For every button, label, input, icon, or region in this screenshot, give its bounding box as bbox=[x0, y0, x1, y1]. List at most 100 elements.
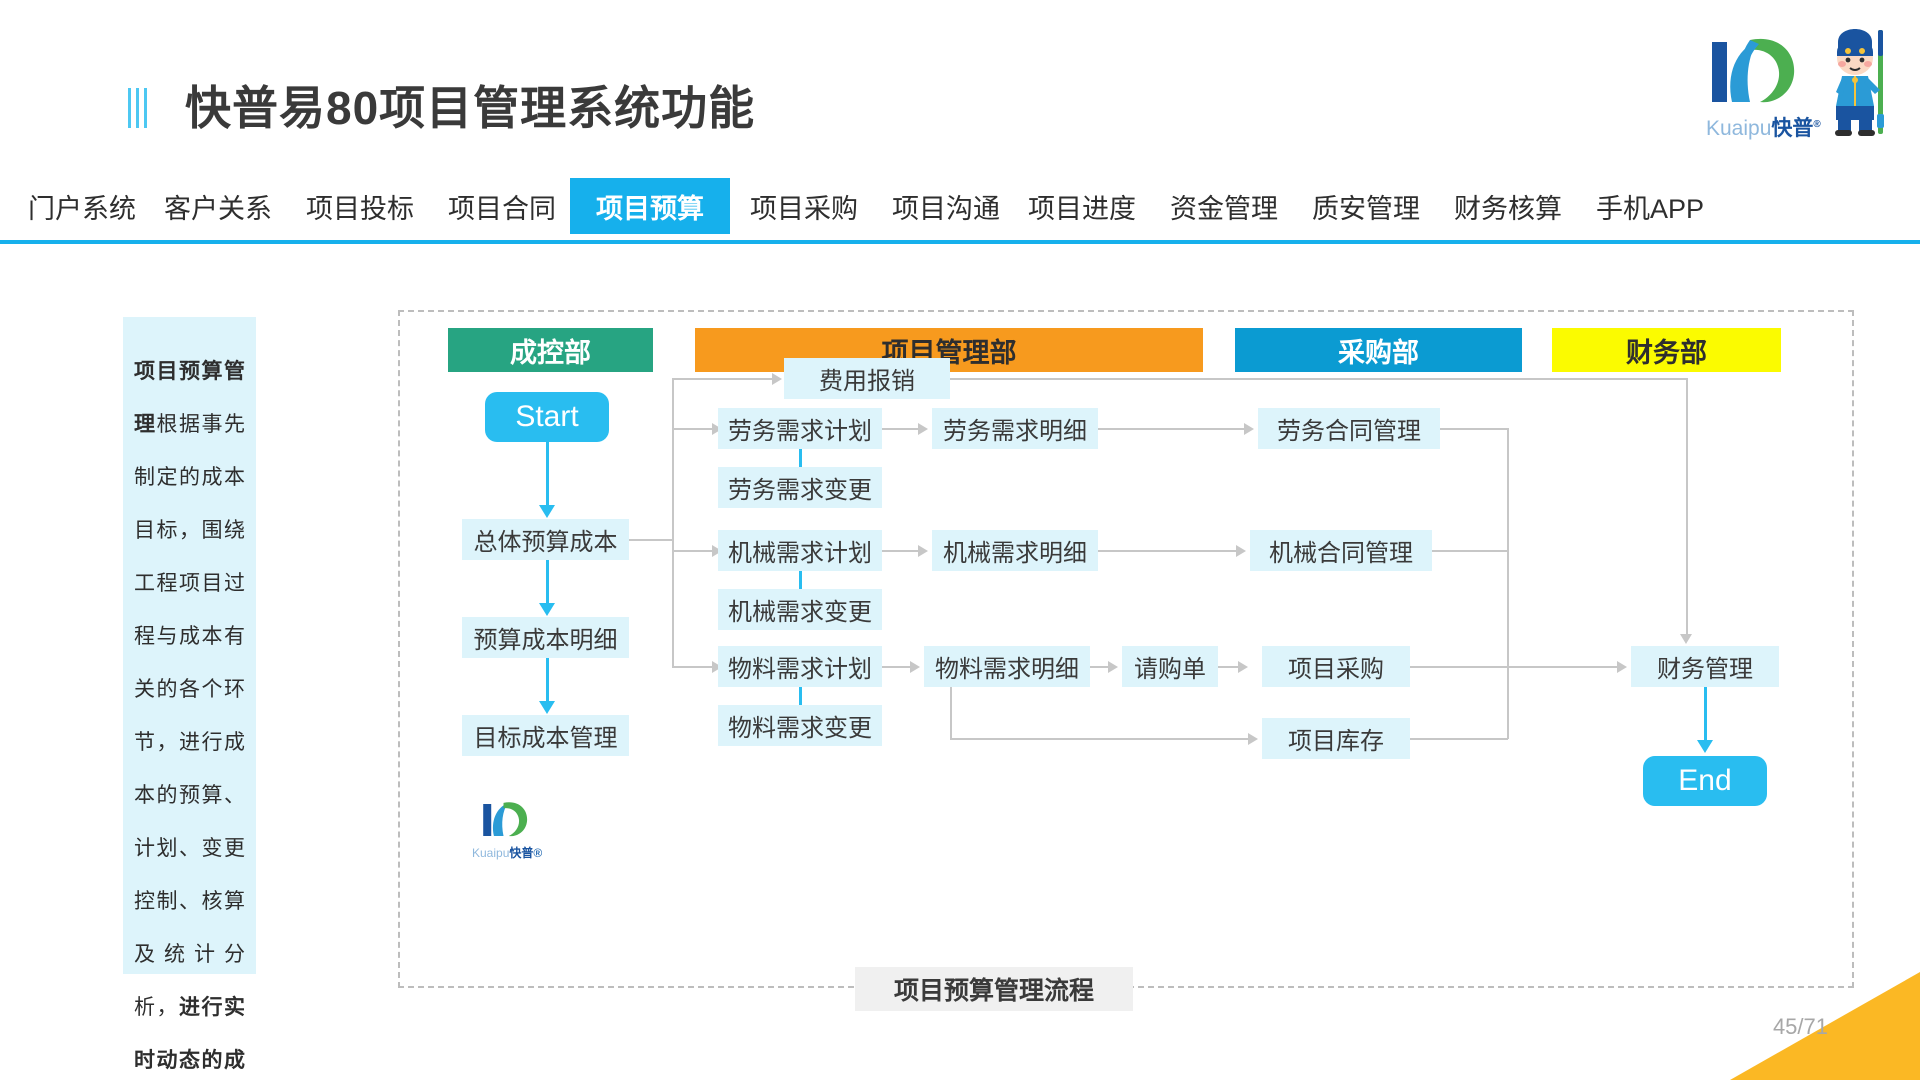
dept-header-0: 成控部 bbox=[448, 328, 653, 372]
nav-label-6: 项目沟通 bbox=[892, 193, 1000, 224]
arrow-start-total bbox=[539, 505, 555, 518]
node-target-cost-mgmt[interactable]: 目标成本管理 bbox=[462, 715, 629, 756]
dept-header-2: 采购部 bbox=[1235, 328, 1522, 372]
nav-item-5[interactable]: 项目采购 bbox=[730, 178, 878, 234]
nav-label-2: 项目投标 bbox=[306, 193, 414, 224]
conn-bus-material bbox=[672, 666, 714, 668]
conn-expense-finance-v bbox=[1686, 378, 1688, 640]
node-material-demand-change[interactable]: 物料需求变更 bbox=[718, 705, 882, 746]
conn-purchasing-collector-bus bbox=[1507, 428, 1509, 739]
node-project-inventory[interactable]: 项目库存 bbox=[1262, 718, 1410, 759]
diagram-brand-logo: Kuaipu快普® bbox=[472, 798, 556, 864]
conn-start-total bbox=[546, 442, 549, 509]
conn-material-detail-req bbox=[1090, 666, 1110, 668]
description-lead: 项目预算管理 bbox=[134, 360, 245, 436]
node-start[interactable]: Start bbox=[485, 392, 609, 442]
nav-item-3[interactable]: 项目合同 bbox=[434, 178, 570, 234]
diagram-logo-cn: 快普 bbox=[509, 846, 534, 860]
conn-labor-contract-bus bbox=[1440, 428, 1508, 430]
conn-labor-plan-detail bbox=[882, 428, 920, 430]
arrow-labor-detail-contract bbox=[1244, 423, 1254, 435]
node-expense-reimbursement[interactable]: 费用报销 bbox=[784, 358, 950, 399]
nav-label-3: 项目合同 bbox=[448, 193, 556, 224]
arrow-bus-machine bbox=[712, 545, 722, 557]
nav-item-4[interactable]: 项目预算 bbox=[570, 178, 730, 234]
nav-item-9[interactable]: 质安管理 bbox=[1298, 178, 1434, 234]
node-labor-contract-mgmt[interactable]: 劳务合同管理 bbox=[1258, 408, 1440, 449]
nav-item-7[interactable]: 项目进度 bbox=[1014, 178, 1150, 234]
node-budget-cost-detail[interactable]: 预算成本明细 bbox=[462, 617, 629, 658]
arrow-labor-plan-detail bbox=[918, 423, 928, 435]
conn-inventory-bus bbox=[1410, 738, 1508, 740]
conn-finance-end bbox=[1704, 687, 1707, 744]
nav-item-0[interactable]: 门户系统 bbox=[14, 178, 150, 234]
nav-item-6[interactable]: 项目沟通 bbox=[878, 178, 1014, 234]
arrow-machine-detail-contract bbox=[1236, 545, 1246, 557]
nav-label-5: 项目采购 bbox=[750, 193, 858, 224]
node-project-procurement[interactable]: 项目采购 bbox=[1262, 646, 1410, 687]
dept-header-3: 财务部 bbox=[1552, 328, 1781, 372]
conn-machine-plan-detail bbox=[882, 550, 920, 552]
arrow-bus-finance bbox=[1617, 661, 1627, 673]
flow-caption: 项目预算管理流程 bbox=[855, 967, 1133, 1011]
conn-detail-target bbox=[546, 658, 549, 705]
nav-item-8[interactable]: 资金管理 bbox=[1150, 178, 1298, 234]
nav-item-11[interactable]: 手机APP bbox=[1582, 178, 1718, 234]
page-number: 45/71 bbox=[1772, 1014, 1828, 1039]
node-machine-demand-change[interactable]: 机械需求变更 bbox=[718, 589, 882, 630]
kuaipu-logo-icon bbox=[1712, 38, 1795, 103]
node-finance-mgmt[interactable]: 财务管理 bbox=[1631, 646, 1779, 687]
conn-procurement-bus bbox=[1410, 666, 1508, 668]
conn-material-detail-inventory-h bbox=[950, 738, 1250, 740]
nav-label-1: 客户关系 bbox=[164, 193, 272, 224]
node-material-demand-detail[interactable]: 物料需求明细 bbox=[924, 646, 1090, 687]
conn-bus-expense bbox=[672, 378, 774, 380]
node-machine-demand-plan[interactable]: 机械需求计划 bbox=[718, 530, 882, 571]
mascot-icon bbox=[1835, 29, 1884, 136]
conn-material-detail-inventory-v bbox=[950, 687, 952, 739]
page-title: 快普易80项目管理系统功能 bbox=[185, 82, 756, 134]
logo-reg: ® bbox=[1813, 119, 1821, 130]
arrow-total-detail bbox=[539, 603, 555, 616]
node-total-budget-cost[interactable]: 总体预算成本 bbox=[462, 519, 629, 560]
node-material-demand-plan[interactable]: 物料需求计划 bbox=[718, 646, 882, 687]
node-labor-demand-change[interactable]: 劳务需求变更 bbox=[718, 467, 882, 508]
arrow-detail-target bbox=[539, 701, 555, 714]
arrow-finance-end bbox=[1697, 740, 1713, 753]
nav-label-7: 项目进度 bbox=[1028, 193, 1136, 224]
conn-bus-machine bbox=[672, 550, 714, 552]
diagram-logo-wordmark: Kuaipu快普® bbox=[472, 844, 542, 861]
arrow-material-detail-inventory bbox=[1248, 733, 1258, 745]
title-bars-icon bbox=[128, 88, 147, 128]
node-machine-demand-detail[interactable]: 机械需求明细 bbox=[932, 530, 1098, 571]
nav-label-10: 财务核算 bbox=[1454, 193, 1562, 224]
nav-item-2[interactable]: 项目投标 bbox=[286, 178, 434, 234]
kuaipu-logo-icon-small bbox=[483, 802, 528, 837]
description-text: 项目预算管理根据事先制定的成本目标，围绕工程项目过程与成本有关的各个环节，进行成… bbox=[123, 345, 256, 1080]
conn-material-plan-detail bbox=[882, 666, 912, 668]
arrow-machine-plan-detail bbox=[918, 545, 928, 557]
node-machine-contract-mgmt[interactable]: 机械合同管理 bbox=[1250, 530, 1432, 571]
description-panel: 项目预算管理根据事先制定的成本目标，围绕工程项目过程与成本有关的各个环节，进行成… bbox=[123, 317, 256, 1072]
arrow-material-plan-detail bbox=[910, 661, 920, 673]
nav-item-1[interactable]: 客户关系 bbox=[150, 178, 286, 234]
conn-expense-top-bus bbox=[950, 378, 1688, 380]
header: 快普易80项目管理系统功能 bbox=[0, 36, 1920, 134]
logo-cn: 快普 bbox=[1771, 117, 1814, 140]
node-end[interactable]: End bbox=[1643, 756, 1767, 806]
node-labor-demand-detail[interactable]: 劳务需求明细 bbox=[932, 408, 1098, 449]
flow-diagram: 成控部 项目管理部 采购部 财务部 Start 总体预算成本 预算成本明细 目标… bbox=[398, 310, 1854, 988]
main-nav[interactable]: 门户系统 客户关系 项目投标 项目合同 项目预算 项目采购 项目沟通 项目进度 … bbox=[0, 178, 1920, 234]
conn-req-procurement bbox=[1218, 666, 1240, 668]
node-labor-demand-plan[interactable]: 劳务需求计划 bbox=[718, 408, 882, 449]
nav-item-10[interactable]: 财务核算 bbox=[1434, 178, 1582, 234]
description-tail: 进行实时动态的成本监控与分析。 bbox=[134, 996, 245, 1072]
nav-underline bbox=[0, 240, 1920, 244]
conn-labor-detail-contract bbox=[1098, 428, 1246, 430]
conn-bus-labor bbox=[672, 428, 714, 430]
node-purchase-request[interactable]: 请购单 bbox=[1122, 646, 1218, 687]
nav-label-11: 手机APP bbox=[1596, 193, 1705, 224]
arrow-bus-expense bbox=[772, 373, 782, 385]
conn-bus-finance bbox=[1507, 666, 1619, 668]
